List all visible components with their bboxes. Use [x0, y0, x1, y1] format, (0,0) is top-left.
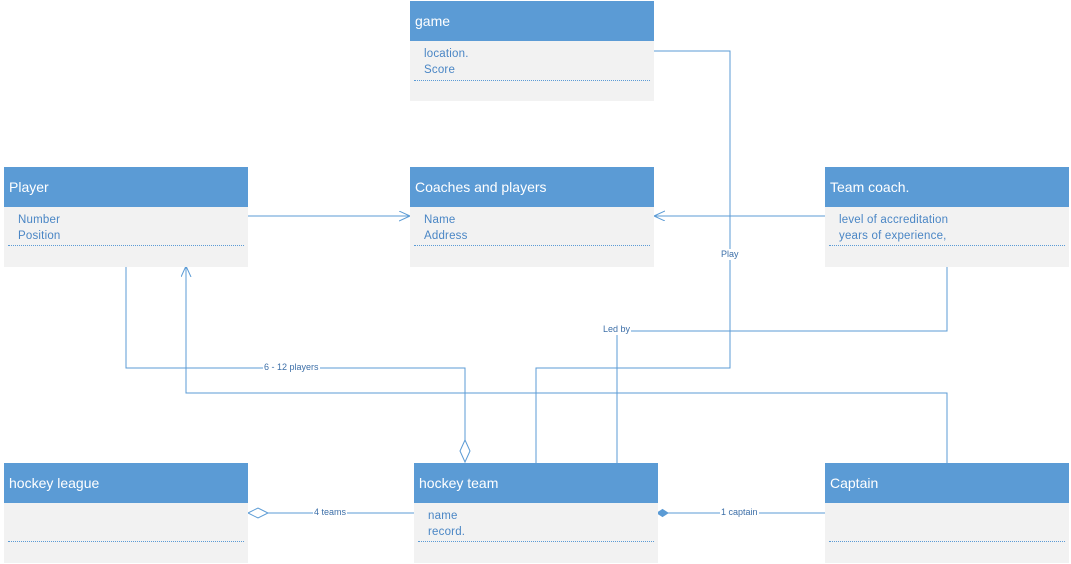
- class-captain[interactable]: Captain: [825, 463, 1069, 563]
- class-hockey-team-title: hockey team: [414, 463, 658, 503]
- class-player-separator: [8, 245, 244, 246]
- class-game-attr: location.: [424, 48, 469, 60]
- class-captain-title: Captain: [825, 463, 1069, 503]
- class-team-coach-attr: years of experience,: [839, 230, 947, 242]
- class-team-coach-separator: [829, 245, 1065, 246]
- class-player-attr: Number: [18, 214, 61, 226]
- class-game[interactable]: game location. Score: [410, 1, 654, 101]
- class-game-separator: [414, 80, 650, 81]
- captain-to-player-line: [186, 266, 948, 463]
- composition-diamond-icon: [656, 508, 669, 518]
- class-team-coach-title: Team coach.: [825, 167, 1069, 207]
- player-team-aggregation-line: [125, 266, 466, 440]
- game-play-line: [535, 50, 731, 463]
- label-led-by: Led by: [602, 324, 632, 335]
- class-player-attr: Position: [18, 230, 61, 242]
- class-coaches-and-players-separator: [414, 245, 650, 246]
- class-coaches-and-players[interactable]: Coaches and players Name Address: [410, 167, 654, 267]
- class-coaches-and-players-attr: Address: [424, 230, 468, 242]
- class-team-coach-attr: level of accreditation: [839, 214, 949, 226]
- label-players-count: 6 - 12 players: [263, 362, 320, 373]
- class-game-attr: Score: [424, 64, 456, 76]
- class-hockey-team-attr: record.: [428, 526, 466, 538]
- class-hockey-league-title: hockey league: [4, 463, 248, 503]
- class-team-coach[interactable]: Team coach. level of accreditation years…: [825, 167, 1069, 267]
- league-aggregation-diamond-icon: [246, 507, 270, 519]
- class-hockey-team-separator: [418, 541, 654, 542]
- class-player[interactable]: Player Number Position: [4, 167, 248, 267]
- class-captain-separator: [829, 541, 1065, 542]
- class-hockey-league[interactable]: hockey league: [4, 463, 248, 563]
- class-coaches-and-players-title: Coaches and players: [410, 167, 654, 207]
- label-play: Play: [720, 249, 740, 260]
- label-captain-count: 1 captain: [720, 507, 759, 518]
- class-hockey-team-attr: name: [428, 510, 458, 522]
- class-coaches-and-players-attr: Name: [424, 214, 456, 226]
- class-player-title: Player: [4, 167, 248, 207]
- label-teams-count: 4 teams: [313, 507, 348, 518]
- aggregation-diamond-icon: [459, 438, 471, 464]
- class-hockey-team[interactable]: hockey team name record.: [414, 463, 658, 563]
- class-game-title: game: [410, 1, 654, 41]
- coach-led-by-line: [616, 266, 948, 463]
- class-hockey-league-separator: [8, 541, 244, 542]
